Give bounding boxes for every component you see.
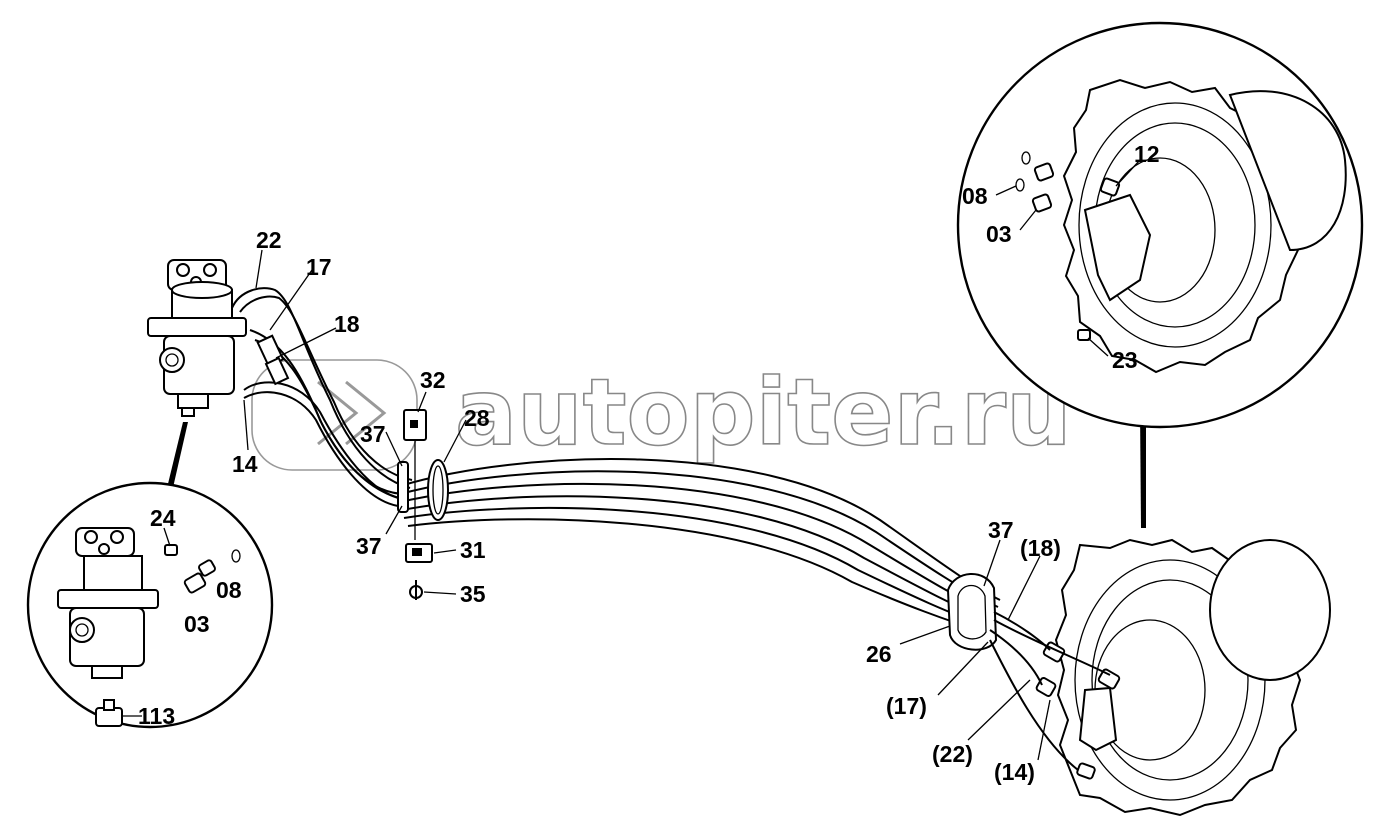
label-22: 22 [256, 227, 282, 253]
plate-31 [405, 543, 433, 563]
hose-bundle-middle [399, 458, 1001, 635]
label-03-right: 03 [986, 221, 1012, 247]
hose-bundle-left [231, 287, 413, 507]
label-31: 31 [460, 537, 486, 563]
label-23: 23 [1112, 347, 1138, 373]
label-35: 35 [460, 581, 486, 607]
label-12: 12 [1134, 141, 1160, 167]
label-14-paren: (14) [994, 759, 1035, 785]
label-08-right: 08 [962, 183, 988, 209]
label-32: 32 [420, 367, 446, 393]
watermark-text: autopiter.ru [455, 359, 1072, 466]
label-18-paren: (18) [1020, 535, 1061, 561]
label-113: 113 [138, 703, 175, 729]
label-18: 18 [334, 311, 360, 337]
label-03-left: 03 [184, 611, 210, 637]
hoses-to-travel-motor [989, 611, 1111, 771]
travel-motor-right [1035, 538, 1331, 817]
part-labels: 22 17 18 14 32 28 37 37 31 35 24 08 03 1… [138, 141, 1160, 785]
pointer-cone-left [166, 422, 188, 492]
label-17-paren: (17) [886, 693, 927, 719]
label-37-upper: 37 [360, 421, 386, 447]
bracket-32 [403, 409, 427, 540]
label-37-right: 37 [988, 517, 1014, 543]
label-26: 26 [866, 641, 892, 667]
label-14: 14 [232, 451, 258, 477]
bolt-35 [409, 580, 423, 600]
label-22-paren: (22) [932, 741, 973, 767]
label-28: 28 [464, 405, 490, 431]
clamp-37-upper [397, 461, 409, 513]
detail-circle-right [956, 21, 1364, 429]
detail-circle-left [26, 481, 274, 729]
label-08-left: 08 [216, 577, 242, 603]
watermark: autopiter.ru [251, 358, 1072, 471]
leader-lines [122, 159, 1141, 761]
clamp-28 [427, 459, 449, 521]
clamp-26 [946, 573, 998, 651]
label-37-lower: 37 [356, 533, 382, 559]
label-17: 17 [306, 254, 332, 280]
label-24: 24 [150, 505, 176, 531]
pointer-cone-right [1140, 408, 1146, 528]
swing-motor-left [147, 259, 247, 417]
